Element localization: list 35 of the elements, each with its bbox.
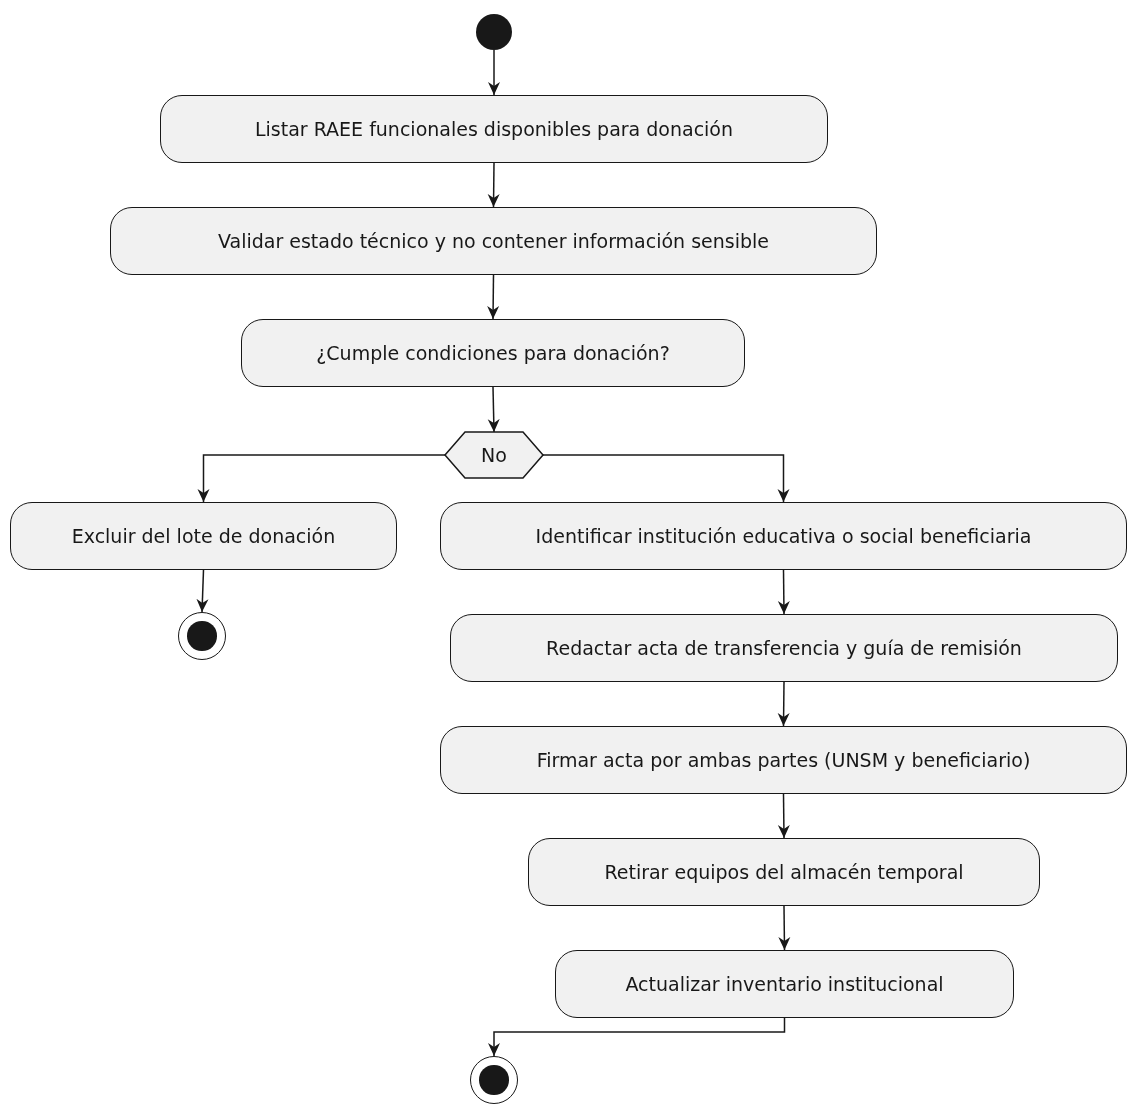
activity-label: Actualizar inventario institucional bbox=[625, 973, 944, 995]
arrow bbox=[777, 569, 790, 615]
arrow bbox=[778, 905, 791, 951]
arrow bbox=[487, 274, 500, 320]
activity-label: Firmar acta por ambas partes (UNSM y beneficiario) bbox=[536, 749, 1031, 771]
activity-box bbox=[160, 95, 828, 163]
activity-box bbox=[440, 726, 1127, 794]
arrow bbox=[196, 569, 209, 613]
arrow bbox=[487, 386, 500, 433]
activity-label: Identificar institución educativa o social beneficiaria bbox=[535, 525, 1032, 547]
activity-label: Listar RAEE funcionales disponibles para donación bbox=[254, 118, 734, 140]
arrow bbox=[488, 49, 500, 96]
branch-label: No bbox=[481, 444, 507, 466]
arrow bbox=[487, 162, 500, 208]
arrow bbox=[777, 793, 790, 839]
activity-box bbox=[440, 502, 1127, 570]
activity-box bbox=[528, 838, 1040, 906]
end-node bbox=[178, 612, 226, 660]
arrow bbox=[542, 454, 790, 503]
activity-label: Redactar acta de transferencia y guía de remisión bbox=[546, 637, 1022, 659]
activity-label: Retirar equipos del almacén temporal bbox=[604, 861, 964, 883]
activity-box bbox=[10, 502, 397, 570]
activity-box bbox=[555, 950, 1014, 1018]
activity-label: ¿Cumple condiciones para donación? bbox=[316, 342, 670, 364]
activity-label: Validar estado técnico y no contener información sensible bbox=[217, 230, 770, 252]
arrow bbox=[197, 454, 446, 503]
decision-hexagon bbox=[445, 432, 543, 478]
activity-box bbox=[110, 207, 877, 275]
start-node bbox=[476, 14, 512, 50]
activity-box bbox=[450, 614, 1118, 682]
end-node bbox=[470, 1056, 518, 1104]
arrow bbox=[488, 1017, 786, 1057]
arrow bbox=[777, 681, 790, 727]
activity-box bbox=[241, 319, 745, 387]
activity-label: Excluir del lote de donación bbox=[71, 525, 336, 547]
